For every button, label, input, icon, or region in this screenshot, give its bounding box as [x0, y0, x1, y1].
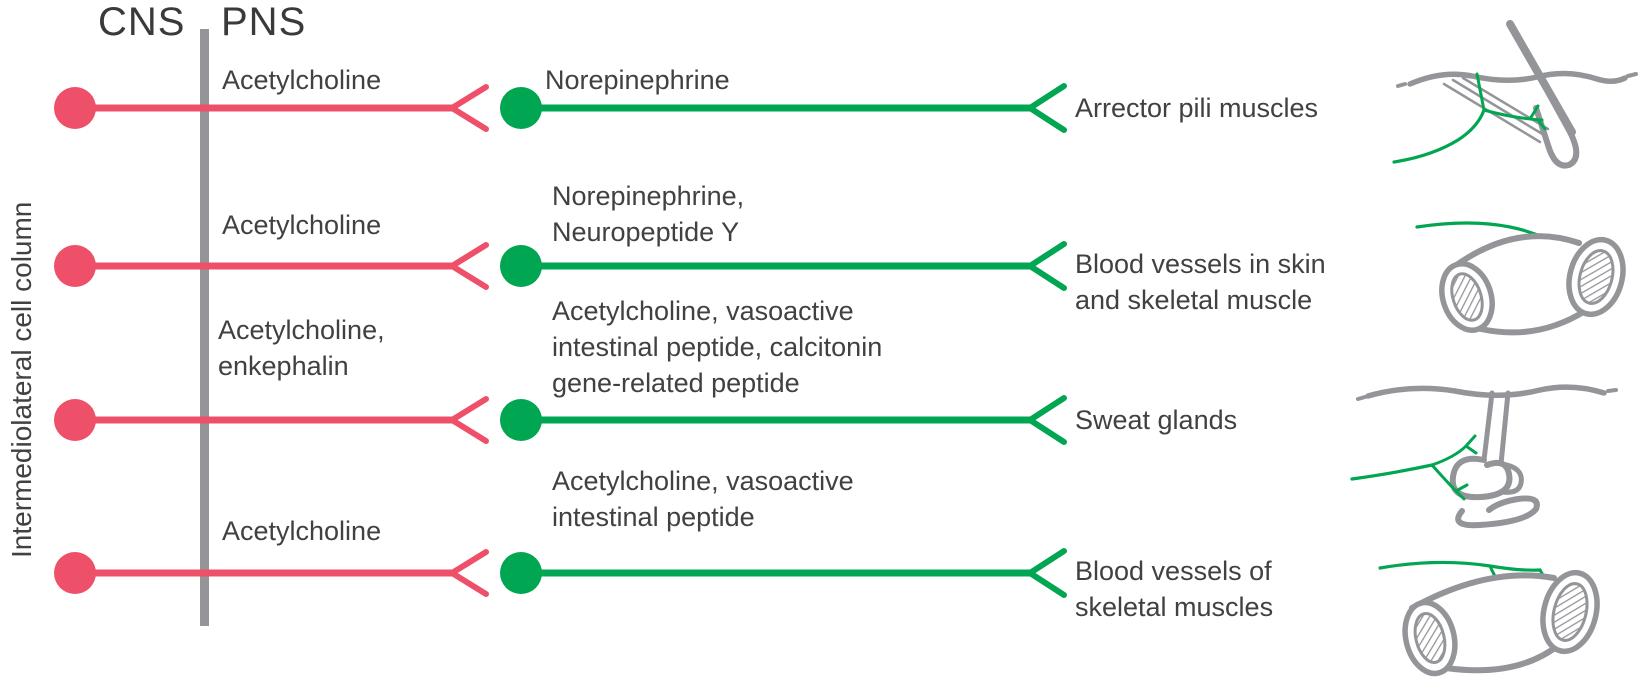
- cns-label: CNS: [98, 0, 186, 44]
- row4-preganglionic-neuron: [54, 549, 489, 597]
- row3-preganglionic-transmitter-label: Acetylcholine, enkephalin: [218, 315, 385, 381]
- row1-preganglionic-soma-icon: [54, 87, 96, 129]
- row2-target-label: Blood vessels in skin and skeletal muscl…: [1075, 249, 1326, 315]
- row2-postganglionic-terminal-icon: [1027, 241, 1067, 291]
- arrector-pili-hair-follicle-icon: [1392, 20, 1638, 169]
- blood-vessel-skeletal-muscle-icon: [1378, 560, 1600, 677]
- row2-preganglionic-transmitter-label: Acetylcholine: [222, 210, 382, 240]
- row1-preganglionic-neuron: [54, 84, 489, 132]
- row1-postganglionic-terminal-icon: [1027, 83, 1067, 133]
- row2-postganglionic-neuron: [500, 241, 1067, 291]
- row4-preganglionic-soma-icon: [54, 552, 96, 594]
- row3-preganglionic-neuron: [54, 396, 489, 444]
- row3-target-label: Sweat glands: [1075, 405, 1238, 435]
- row4-postganglionic-neuron: [500, 548, 1067, 598]
- row2-preganglionic-terminal-icon: [449, 242, 489, 290]
- row4-preganglionic-transmitter-label: Acetylcholine: [222, 516, 382, 546]
- row2-preganglionic-neuron: [54, 242, 489, 290]
- row3-preganglionic-soma-icon: [54, 399, 96, 441]
- cns-pns-divider: [200, 29, 209, 626]
- row3-postganglionic-terminal-icon: [1027, 395, 1067, 445]
- pns-label: PNS: [221, 0, 307, 44]
- sweat-gland-icon: [1350, 384, 1618, 529]
- row4-postganglionic-terminal-icon: [1027, 548, 1067, 598]
- blood-vessel-skin-muscle-icon: [1415, 221, 1626, 336]
- row4-target-label: Blood vessels of skeletal muscles: [1075, 556, 1274, 622]
- row4-postganglionic-transmitter-label: Acetylcholine, vasoactive intestinal pep…: [552, 466, 854, 532]
- row1-preganglionic-transmitter-label: Acetylcholine: [222, 65, 382, 95]
- row3-postganglionic-neuron: [500, 395, 1067, 445]
- row4-preganglionic-terminal-icon: [449, 549, 489, 597]
- row1-preganglionic-terminal-icon: [449, 84, 489, 132]
- row2-preganglionic-soma-icon: [54, 245, 96, 287]
- row1-target-label: Arrector pili muscles: [1075, 93, 1319, 123]
- row1-postganglionic-transmitter-label: Norepinephrine: [545, 65, 730, 95]
- row3-preganglionic-terminal-icon: [449, 396, 489, 444]
- row3-postganglionic-transmitter-label: Acetylcholine, vasoactive intestinal pep…: [552, 296, 883, 398]
- row1-postganglionic-neuron: [500, 83, 1067, 133]
- row2-postganglionic-transmitter-label: Norepinephrine, Neuropeptide Y: [552, 181, 745, 247]
